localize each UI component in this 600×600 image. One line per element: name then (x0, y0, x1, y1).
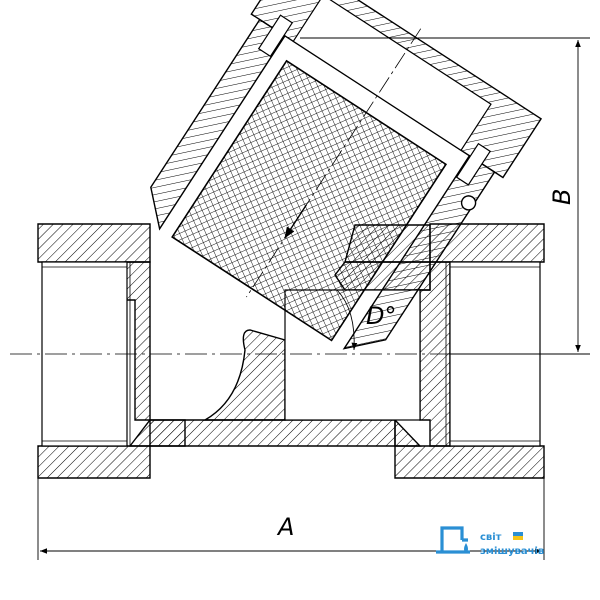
faucet-icon (436, 526, 470, 554)
center-partition (202, 329, 286, 421)
angle-arc (336, 289, 358, 351)
flag-icon-bottom (513, 536, 523, 540)
watermark-line2: змішувачів (480, 546, 544, 557)
gasket-right (455, 142, 491, 186)
bottom-right-shoulder (394, 418, 422, 447)
angle-label: D° (366, 302, 396, 330)
watermark-line1: світ (480, 532, 502, 543)
dimension-b (300, 37, 590, 355)
gasket-left (257, 14, 294, 58)
left-port-top-wall (37, 223, 151, 263)
left-inner-boss (124, 261, 151, 421)
dimension-b-label: B (548, 189, 576, 205)
left-port-bottom-wall (37, 445, 151, 479)
dimension-a-label: A (276, 513, 294, 541)
flag-icon-top (513, 532, 523, 536)
right-port-bottom-wall (394, 445, 545, 479)
y-leg (150, 0, 543, 350)
bottom-center-wall (149, 419, 396, 447)
watermark-logo: світ змішувачів (436, 526, 544, 557)
drain-hole (460, 195, 477, 211)
drop-icon (464, 543, 468, 553)
y-leg-axis (246, 28, 422, 298)
